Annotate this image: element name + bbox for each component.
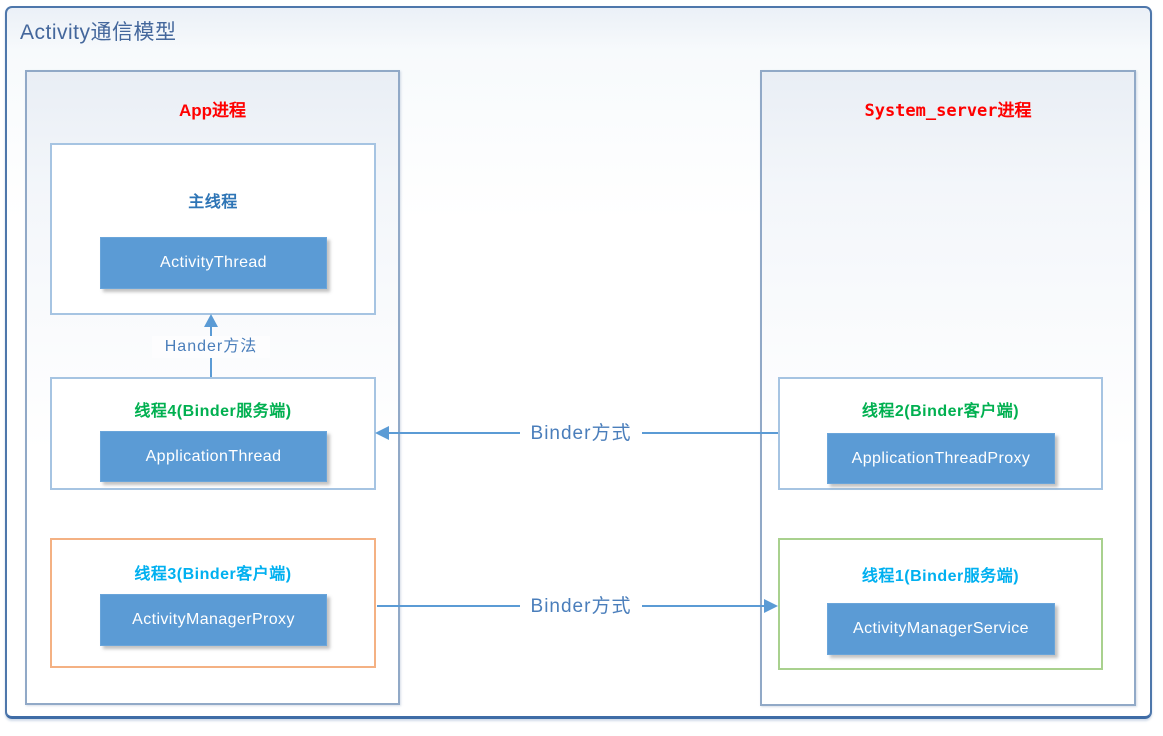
activity-thread-node: ActivityThread bbox=[100, 237, 327, 289]
application-thread-proxy-node: ApplicationThreadProxy bbox=[827, 433, 1055, 484]
diagram-title: Activity通信模型 bbox=[20, 21, 177, 44]
main-thread-title: 主线程 bbox=[188, 194, 238, 211]
activity-manager-proxy-node: ActivityManagerProxy bbox=[100, 594, 327, 646]
thread4-title: 线程4(Binder服务端) bbox=[134, 403, 292, 420]
activity-manager-service-node: ActivityManagerService bbox=[827, 603, 1055, 655]
application-thread-node: ApplicationThread bbox=[100, 431, 327, 482]
main-thread-box: 主线程 bbox=[50, 143, 376, 315]
thread2-title: 线程2(Binder客户端) bbox=[861, 403, 1020, 420]
binder-top-arrow-left-icon bbox=[375, 426, 389, 440]
handler-arrow-label: Hander方法 bbox=[152, 336, 270, 358]
binder-bottom-arrow-right-icon bbox=[764, 599, 778, 613]
thread3-title: 线程3(Binder客户端) bbox=[134, 566, 292, 583]
app-process-label: App进程 bbox=[178, 101, 247, 120]
handler-arrow-up-icon bbox=[204, 314, 218, 327]
thread1-title: 线程1(Binder服务端) bbox=[861, 568, 1020, 585]
binder-bottom-arrow-label: Binder方式 bbox=[520, 596, 642, 618]
system-server-process-label: System_server进程 bbox=[864, 101, 1032, 121]
binder-top-arrow-label: Binder方式 bbox=[520, 423, 642, 445]
